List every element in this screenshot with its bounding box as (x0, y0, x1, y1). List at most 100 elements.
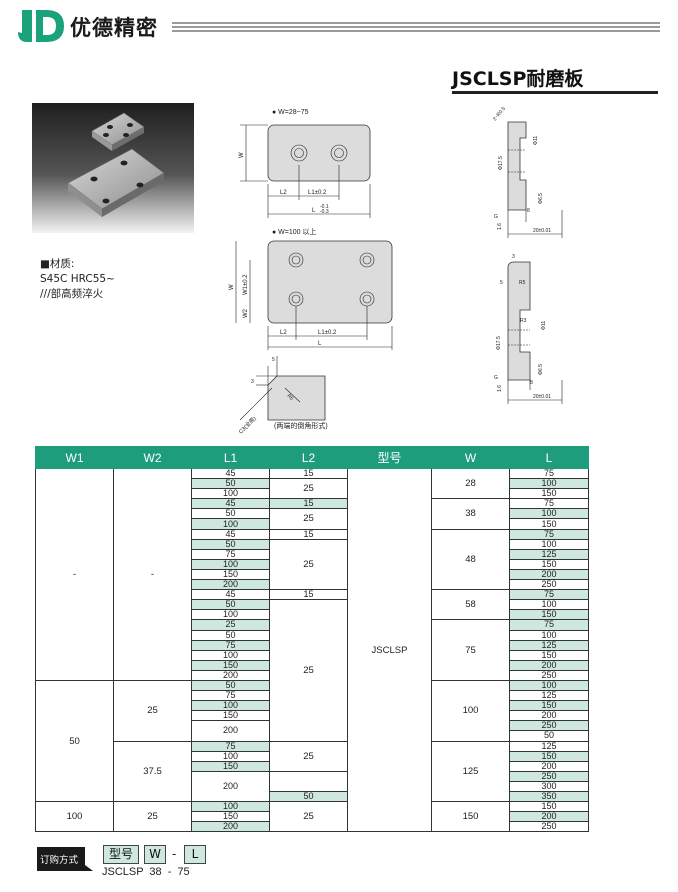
side-section-small (507, 121, 527, 211)
dim-chamfer-3: 3 (251, 379, 254, 385)
table-row: 45 15 48 75 (36, 528, 589, 591)
order-badge-label: 订购方式 (40, 854, 79, 866)
l-cell: 250 (509, 770, 589, 782)
l1-cell: 150 (191, 811, 270, 823)
l1-cell: 100 (191, 750, 270, 762)
l-cell: 75 (509, 498, 589, 510)
l1-cell: 100 (191, 700, 270, 712)
l2-cell: 15 (269, 498, 348, 510)
col-header-w2: W2 (113, 446, 192, 469)
l-cell: 200 (509, 710, 589, 722)
l1-cell: 50 (191, 629, 270, 641)
dim-c3: C3(全周) (237, 414, 258, 435)
company-logo (18, 10, 64, 42)
w2-cell: 25 (113, 679, 192, 742)
l1-cell: 200 (191, 579, 270, 591)
l1-cell: 100 (191, 518, 270, 530)
w-cell: 125 (431, 740, 510, 803)
dim-g-a: G (494, 214, 498, 220)
l-cell: 100 (509, 508, 589, 520)
l1-cell: 75 (191, 548, 270, 560)
brand-name: 优德精密 (70, 16, 158, 40)
l1-cell: 50 (191, 679, 270, 692)
l1-cell: 45 (191, 467, 270, 480)
l-cell: 75 (509, 619, 589, 631)
l2-cell: 15 (269, 528, 348, 540)
l1-cell: 45 (191, 498, 270, 510)
l1-cell: 200 (191, 770, 270, 803)
l-cell: 200 (509, 659, 589, 671)
l2-cell: 50 (269, 790, 348, 803)
col-header-l1: L1 (191, 446, 270, 469)
col-header-w: W (431, 446, 510, 469)
dim-L-tol-bot-a: -0.3 (320, 209, 329, 215)
dim-phi65-b: Φ6.5 (538, 364, 544, 375)
l-cell: 200 (509, 760, 589, 772)
chamfer-note: (两端的倒角形式) (274, 421, 328, 430)
l1-cell: 75 (191, 639, 270, 651)
dim-8-b: 8 (530, 380, 533, 386)
l1-cell: 150 (191, 568, 270, 581)
w-cell: 38 (431, 498, 510, 530)
w-cell: 150 (431, 801, 510, 833)
l-cell: 350 (509, 790, 589, 803)
dim-W1-b: W1±0.2 (243, 274, 249, 295)
spec-table-header: W1 W2 L1 L2 型号 W L (35, 446, 589, 469)
dim-phi11-a: Φ11 (533, 136, 539, 145)
plate-top-view-large (267, 240, 393, 324)
material-treatment: ///部高频淬火 (40, 288, 104, 300)
dim-L-tol-top-a: -0.1 (320, 204, 329, 210)
l-cell: 125 (509, 548, 589, 560)
dim-chamfer-r5: R5 (286, 393, 295, 402)
l-cell: 250 (509, 821, 589, 833)
l-cell: 300 (509, 780, 589, 793)
w-cell: 48 (431, 528, 510, 591)
w2-cell: 37.5 (113, 740, 192, 803)
dim-L1-a: L1±0.2 (308, 190, 327, 196)
l2-cell: 25 (269, 508, 348, 530)
l-cell: 125 (509, 639, 589, 651)
w-range-large-label: ● W=100 以上 (272, 227, 317, 236)
table-row: 37.5 75 25 125 125 (36, 740, 589, 803)
l1-cell: 50 (191, 478, 270, 490)
dim-phi11-b: Φ11 (541, 321, 547, 330)
technical-drawings: ● W=28~75 L2 L1±0.2 L -0.1 -0.3 W ● W=10… (229, 106, 563, 435)
l-cell: 250 (509, 669, 589, 681)
l2-cell: 15 (269, 467, 348, 480)
plate-top-view-small (267, 124, 371, 182)
l2-cell: 15 (269, 589, 348, 601)
material-spec: ■材质: S45C HRC55~ ///部高频淬火 (40, 257, 115, 302)
l1-cell: 150 (191, 710, 270, 722)
l1-cell: 150 (191, 760, 270, 772)
l-cell: 150 (509, 609, 589, 621)
chamfer-detail-view (267, 375, 326, 421)
l-cell: 150 (509, 700, 589, 712)
dim-L-a: L (312, 208, 316, 214)
l-cell: 100 (509, 679, 589, 692)
l1-cell: 50 (191, 599, 270, 611)
l1-cell: 75 (191, 690, 270, 702)
l2-cell: 25 (269, 801, 348, 833)
l1-cell: 50 (191, 508, 270, 520)
l-cell: 125 (509, 740, 589, 752)
order-l-box: L (184, 845, 206, 864)
w-cell: 100 (431, 679, 510, 742)
l-cell: 75 (509, 589, 589, 601)
l-cell: 150 (509, 488, 589, 500)
l-cell: 100 (509, 478, 589, 490)
w-cell: 28 (431, 467, 510, 500)
dim-L-b: L (318, 341, 322, 347)
table-row: 45 15 38 75 (36, 498, 589, 530)
l-cell: 150 (509, 649, 589, 661)
col-header-l2: L2 (269, 446, 348, 469)
l-cell: 200 (509, 568, 589, 581)
dim-W2-b: W2 (243, 308, 249, 318)
dim-5-b: 5 (500, 280, 503, 286)
w1-cell: - (35, 468, 114, 681)
w2-cell: 25 (113, 801, 192, 833)
dim-r5-b: R5 (519, 280, 526, 286)
l1-cell: 150 (191, 659, 270, 671)
l-cell: 150 (509, 750, 589, 762)
table-row: 50 25 100 (36, 508, 589, 530)
dim-chamfer-5: 5 (272, 357, 275, 363)
